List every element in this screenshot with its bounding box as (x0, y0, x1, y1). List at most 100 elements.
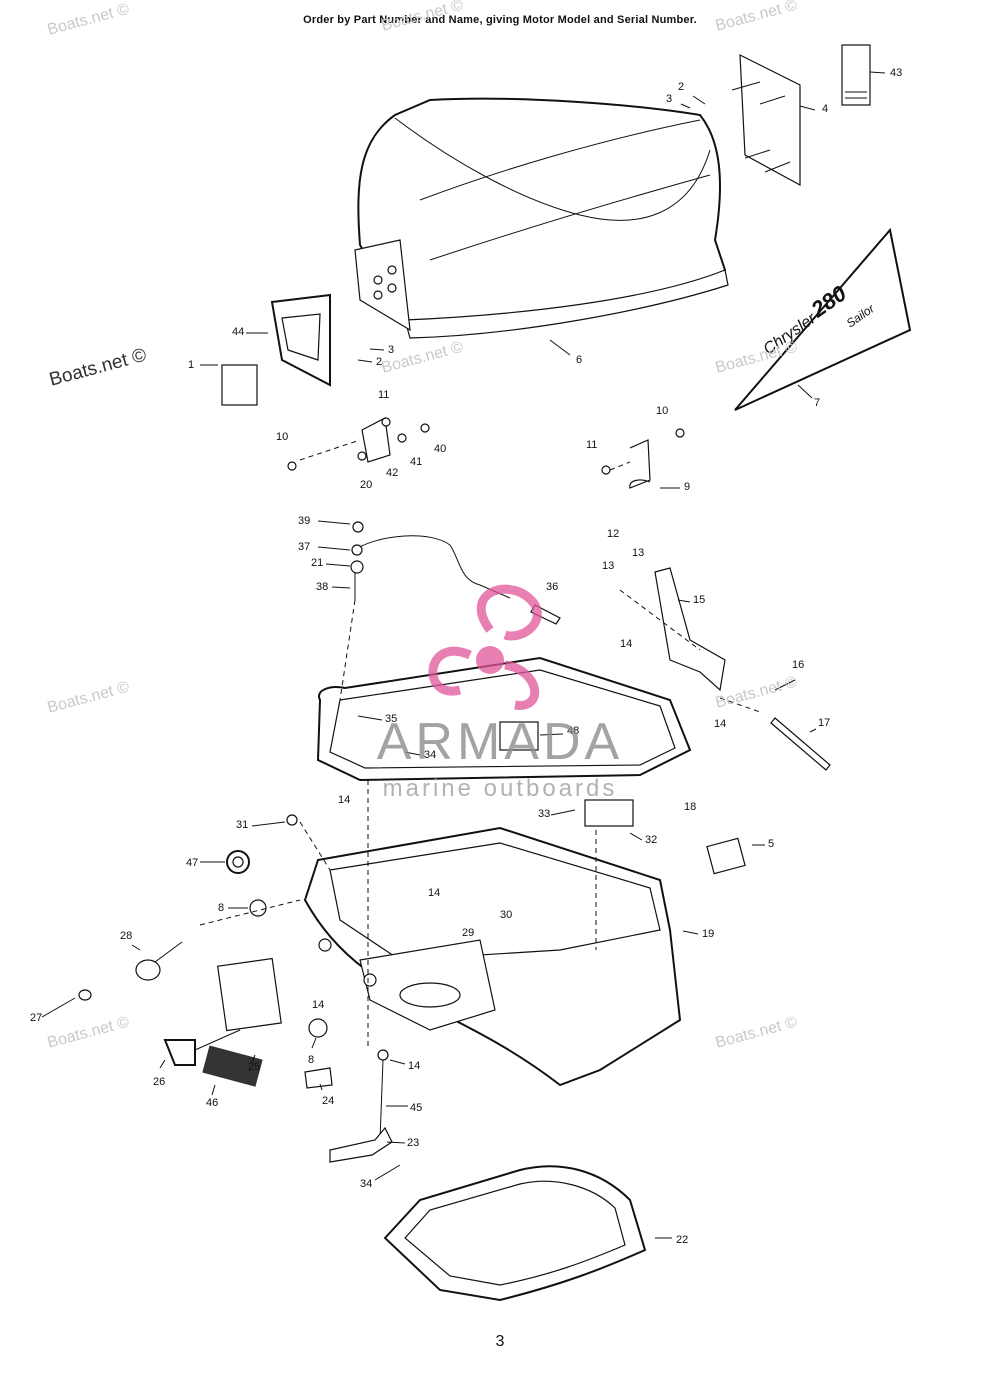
callout-label-10: 10 (276, 431, 288, 443)
callout-leader-line (797, 384, 813, 399)
callout-leader-line (869, 71, 886, 74)
callout-label-14: 14 (428, 887, 440, 899)
callout-label-38: 38 (316, 581, 328, 593)
callout-label-14: 14 (338, 794, 350, 806)
callout-label-21: 21 (311, 557, 323, 569)
callout-leader-line (41, 997, 76, 1018)
callout-label-48: 48 (567, 725, 579, 737)
callout-leader-line (319, 1083, 323, 1091)
callout-leader-line (369, 348, 385, 351)
callout-label-9: 9 (684, 481, 690, 493)
callout-leader-line (131, 944, 141, 951)
callout-label-35: 35 (385, 713, 397, 725)
motor-cover-hood (354, 97, 729, 339)
callout-label-37: 37 (298, 541, 310, 553)
callout-label-32: 32 (645, 834, 657, 846)
callout-label-25: 25 (248, 1061, 260, 1073)
callout-label-43: 43 (890, 67, 902, 79)
callout-label-3: 3 (666, 93, 672, 105)
callout-leader-line (317, 520, 351, 525)
callout-leader-line (317, 546, 351, 551)
model-decal: Chrysler 280 Sailor (734, 227, 912, 411)
brackets (287, 417, 685, 489)
callout-label-36: 36 (546, 581, 558, 593)
callout-label-3: 3 (388, 344, 394, 356)
callout-label-20: 20 (360, 479, 372, 491)
callout-leader-line (374, 1164, 401, 1181)
callout-label-45: 45 (410, 1102, 422, 1114)
logo-name: ARMADA (376, 713, 624, 771)
callout-leader-line (692, 95, 706, 105)
callout-leader-line (549, 339, 571, 356)
upper-seal-frame (316, 656, 692, 827)
callout-leader-line (389, 1059, 406, 1065)
callout-label-14: 14 (620, 638, 632, 650)
bottom-gasket (383, 1165, 647, 1302)
callout-label-30: 30 (500, 909, 512, 921)
callout-leader-line (680, 103, 691, 109)
callout-leader-line (311, 1037, 317, 1049)
callout-label-26: 26 (153, 1076, 165, 1088)
alignment-lines (199, 439, 761, 1050)
callout-label-47: 47 (186, 857, 198, 869)
callout-leader-line (325, 563, 351, 567)
page-header: Order by Part Number and Name, giving Mo… (303, 14, 697, 26)
callout-label-10: 10 (656, 405, 668, 417)
armada-logo: ARMADA marine outboards (340, 570, 660, 810)
callout-label-39: 39 (298, 515, 310, 527)
lower-motor-pan (303, 826, 682, 1087)
callout-label-44: 44 (232, 326, 244, 338)
callout-label-11: 11 (378, 389, 389, 401)
callout-leader-line (331, 586, 351, 589)
propeller-icon (428, 584, 542, 710)
callout-label-14: 14 (714, 718, 726, 730)
callout-label-14: 14 (312, 999, 324, 1011)
callout-label-19: 19 (702, 928, 714, 940)
callout-label-28: 28 (120, 930, 132, 942)
callout-leader-line (539, 733, 564, 736)
callout-label-13: 13 (632, 547, 644, 559)
callout-label-16: 16 (792, 659, 804, 671)
decal-43 (841, 44, 871, 106)
callout-label-34: 34 (424, 749, 436, 761)
callout-label-17: 17 (818, 717, 830, 729)
callout-label-13: 13 (602, 560, 614, 572)
callout-label-40: 40 (434, 443, 446, 455)
callout-label-6: 6 (576, 354, 582, 366)
callout-label-33: 33 (538, 808, 550, 820)
lever-arm (654, 567, 831, 771)
callout-leader-line (629, 832, 643, 841)
mounting-plate (731, 54, 801, 187)
callout-label-4: 4 (822, 103, 828, 115)
callout-label-8: 8 (218, 902, 224, 914)
callout-label-23: 23 (407, 1137, 419, 1149)
callout-leader-line (386, 1141, 406, 1144)
callout-leader-line (682, 930, 699, 935)
callout-leader-line (550, 809, 576, 816)
callout-leader-line (211, 1084, 216, 1096)
callout-label-2: 2 (376, 356, 382, 368)
callout-leader-line (159, 1059, 166, 1069)
callout-leader-line (251, 1054, 256, 1063)
callout-label-31: 31 (236, 819, 248, 831)
callout-label-18: 18 (684, 801, 696, 813)
callout-label-12: 12 (607, 528, 619, 540)
callout-label-42: 42 (386, 467, 398, 479)
callout-label-14: 14 (408, 1060, 420, 1072)
page-number: 3 (495, 1333, 505, 1350)
callout-label-41: 41 (410, 456, 422, 468)
callout-leader-line (357, 715, 383, 721)
callout-label-15: 15 (693, 594, 705, 606)
callout-label-7: 7 (814, 397, 820, 409)
callout-label-8: 8 (308, 1054, 314, 1066)
callout-label-46: 46 (206, 1097, 218, 1109)
callout-label-29: 29 (462, 927, 474, 939)
callout-leader-line (404, 751, 421, 756)
callout-label-34: 34 (360, 1178, 372, 1190)
callout-label-27: 27 (30, 1012, 42, 1024)
callout-label-11: 11 (586, 439, 597, 451)
callout-label-5: 5 (768, 838, 774, 850)
callout-label-1: 1 (188, 359, 194, 371)
